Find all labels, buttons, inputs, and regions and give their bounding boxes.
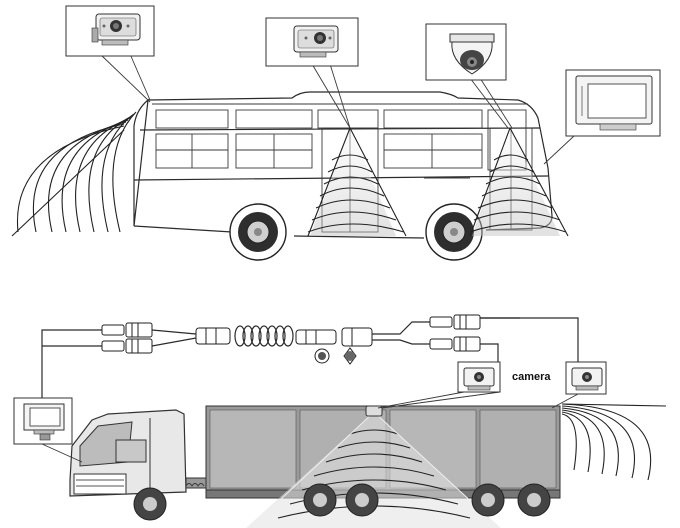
trailer-wheels bbox=[303, 483, 551, 517]
callout-middle-camera bbox=[265, 17, 359, 67]
aviation-connector-icon bbox=[343, 347, 357, 365]
aviation-connector-icon bbox=[314, 348, 330, 364]
side-camera-icon bbox=[571, 367, 603, 391]
callout-trailer-rear-camera bbox=[551, 361, 607, 409]
bus-rear-wheel bbox=[229, 203, 287, 261]
bus-diagram bbox=[11, 5, 661, 261]
camera-label: camera bbox=[512, 371, 551, 383]
side-camera-icon bbox=[463, 367, 495, 391]
monitor-icon bbox=[23, 403, 65, 441]
monitor-icon bbox=[575, 75, 653, 131]
cable-wiring bbox=[41, 317, 579, 404]
connector-pair-left bbox=[101, 322, 153, 354]
side-camera-icon bbox=[91, 13, 141, 46]
callout-cab-monitor bbox=[13, 397, 83, 463]
bus-windows bbox=[155, 109, 527, 171]
callout-dome-camera bbox=[425, 23, 507, 81]
callout-rear-camera bbox=[65, 5, 155, 57]
callout-trailer-side-camera: camera bbox=[377, 361, 551, 409]
side-camera-icon bbox=[293, 25, 339, 58]
coiled-cable bbox=[195, 325, 373, 347]
connector-pair-right bbox=[429, 314, 481, 352]
trailer-rear-coverage-arcs bbox=[561, 403, 667, 481]
front-door-camera-cone bbox=[469, 127, 569, 237]
dome-camera-icon bbox=[449, 33, 495, 75]
bus-front-wheel bbox=[425, 203, 483, 261]
bus-leader-lines bbox=[99, 53, 575, 165]
callout-monitor bbox=[565, 69, 661, 137]
truck-diagram: camera bbox=[13, 314, 667, 528]
truck-cab bbox=[69, 409, 207, 521]
rear-view-coverage-arcs bbox=[11, 111, 137, 237]
middle-door-camera-cone bbox=[307, 127, 407, 237]
